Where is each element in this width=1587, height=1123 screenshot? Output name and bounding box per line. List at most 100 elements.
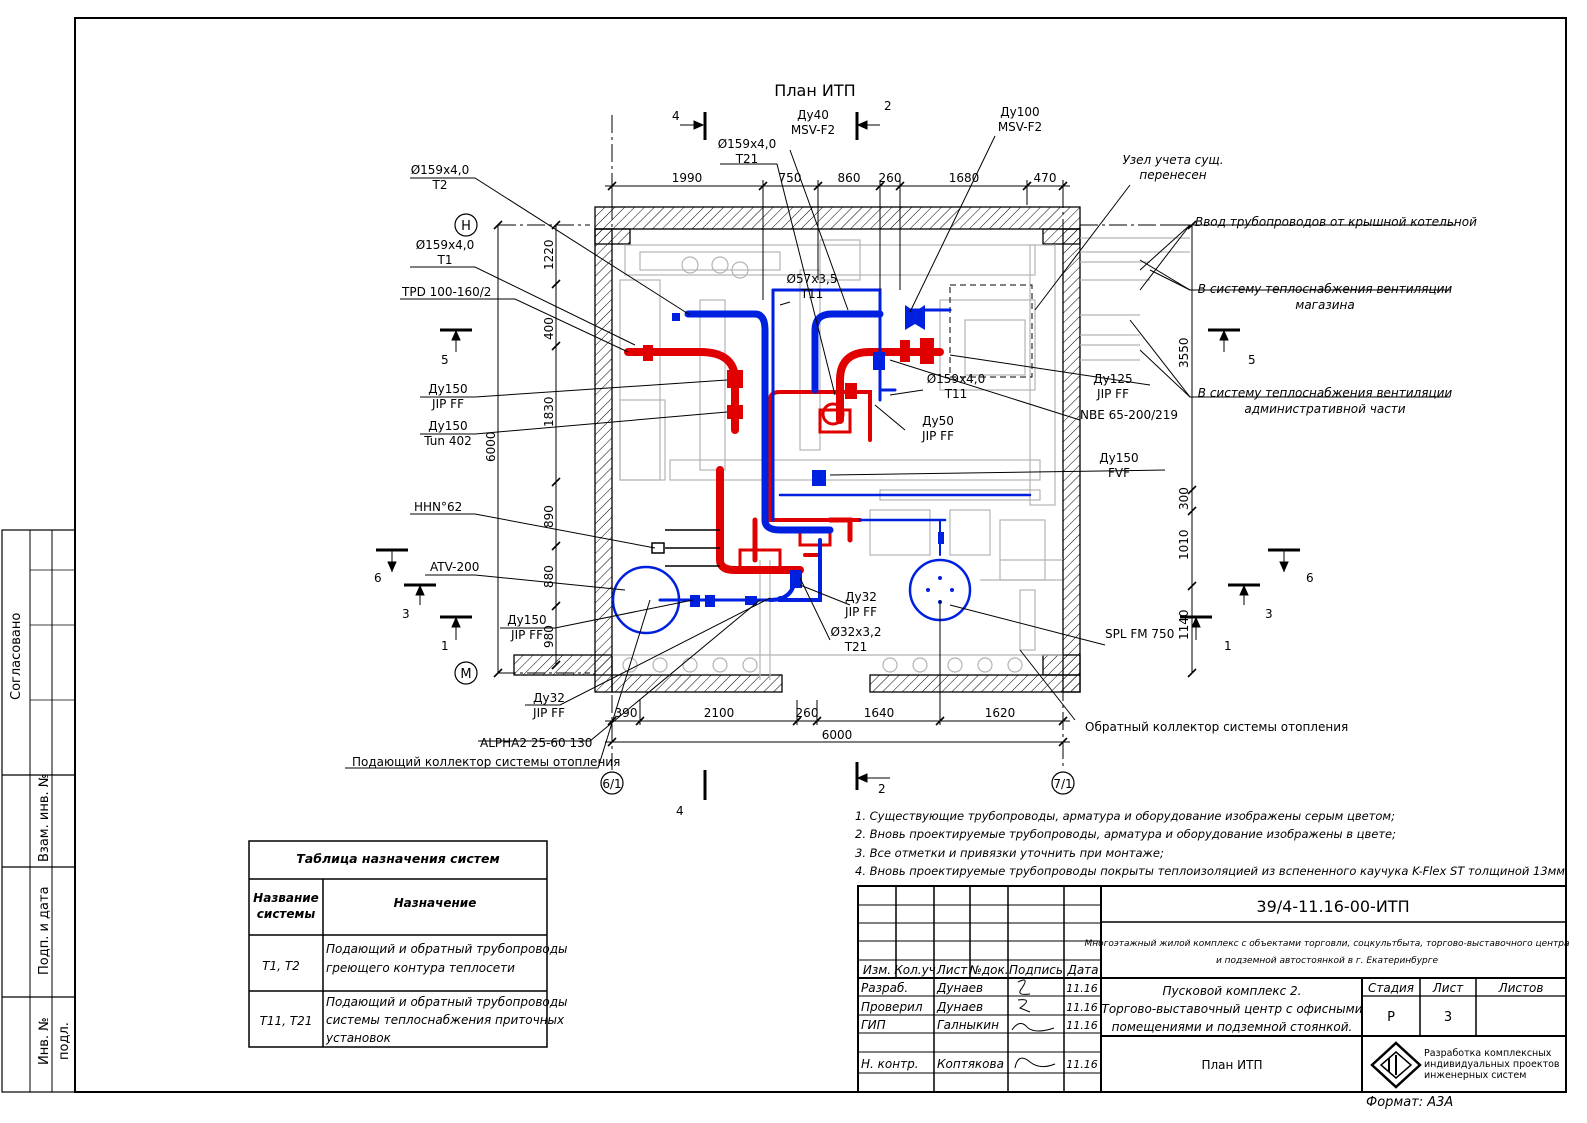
dim-left-6: 980 [542,625,556,648]
section-2-bottom: 2 [878,782,886,796]
dim-top-1: 1990 [672,171,703,185]
label-inlet: Ввод трубопроводов от крышной котельной [1195,215,1477,229]
note-3: 3. Все отметки и привязки уточнить при м… [855,846,1164,860]
tb-object-a: Пусковой комплекс 2. [1163,984,1302,998]
atv-expansion-tank [611,565,681,635]
black-fittings [651,529,720,567]
company-logo-icon [1370,1041,1422,1089]
label-pipe-t1-a: Ø159x4,0 [416,238,475,252]
tb-head-izm: Изм. [863,963,891,977]
stamp-sign-date: Подп. и дата [37,886,52,975]
tb-date-2: 11.16 [1066,1001,1098,1014]
section-3-left: 3 [402,607,410,621]
tb-sheet-label: Лист [1432,981,1464,995]
label-dn150-jip-a: Ду150 [428,382,467,396]
section-arrows [387,120,1289,783]
systems-col1-b: системы [257,907,316,921]
notes: 1. Существующие трубопроводы, арматура и… [855,809,1569,878]
dim-left-4: 890 [542,505,556,528]
label-vent-admin-a: В систему теплоснабжения вентиляции [1198,386,1453,400]
label-dn32b-b: JIP FF [844,605,877,619]
dim-top-4: 260 [879,171,902,185]
section-1-right: 1 [1224,639,1232,653]
side-stamp: Согласовано Взам. инв. № Подп. и дата Ин… [1,529,76,1093]
systems-col2: Назначение [394,896,477,910]
tb-project-b: и подземной автостоянкой в г. Екатеринбу… [1216,956,1439,966]
systems-row2-name: T11, T21 [260,1014,313,1028]
tb-date-3: 11.16 [1066,1019,1098,1032]
dim-right-4: 1140 [1177,609,1191,640]
supply-pipes [624,348,944,574]
label-meter-b: перенесен [1139,168,1206,182]
svg-text:7/1: 7/1 [1053,777,1072,791]
title-block: Изм. Кол.уч Лист №док. Подпись Дата Разр… [857,885,1570,1093]
label-vent-shop-a: В систему теплоснабжения вентиляции [1198,282,1453,296]
dim-left-1: 1220 [542,239,556,270]
tb-head-sign: Подпись [1009,963,1063,977]
tb-role-3: ГИП [861,1018,886,1032]
supply-fittings [643,338,934,570]
label-tpd: TPD 100-160/2 [401,285,491,299]
label-dn100-a: Ду100 [1000,105,1039,119]
label-dn150-jip2-a: Ду150 [507,613,546,627]
stamp-agreed: Согласовано [9,613,24,700]
dim-top-3: 860 [838,171,861,185]
systems-row2-purpose-3: установок [325,1031,392,1045]
stamp-inv-podl: Инв. № [37,1017,52,1065]
tb-head-doc: №док. [968,963,1008,977]
dim-right-2: 300 [1177,487,1191,510]
label-alpha: ALPHA2 25-60 130 [480,736,592,750]
label-vent-admin-b: административной части [1244,402,1405,416]
dim-right-1: 3550 [1177,337,1191,368]
tb-name-3: Галныкин [937,1018,999,1032]
stamp-inv-podl-b: подл. [57,1022,72,1060]
label-meter-a: Узел учета сущ. [1122,153,1223,167]
label-pipe-t2-b: T2 [432,178,448,192]
tb-name-1: Дунаев [936,981,983,995]
label-t11-b: T11 [800,287,824,301]
dim-left-3: 1830 [542,396,556,427]
dim-top-6: 470 [1034,171,1057,185]
tb-head-date: Дата [1066,963,1098,977]
dimension-lines [497,180,1193,743]
label-dn32-jip-a: Ду32 [533,691,565,705]
tb-object-b: Торгово-выставочный центр с офисными [1101,1002,1362,1016]
tb-project-a: Многоэтажный жилой комплекс с объектами … [1084,939,1569,949]
tb-stage-label: Стадия [1368,981,1414,995]
label-dn50-a: Ду50 [922,414,954,428]
systems-row1-purpose-2: греющего контура теплосети [326,961,515,975]
tb-name-4: Коптякова [937,1057,1004,1071]
label-nbe: NBE 65-200/219 [1080,408,1178,422]
label-dn40-b: MSV-F2 [791,123,835,137]
section-5-right: 5 [1248,353,1256,367]
axis-marker-6-1: 6/1 [600,771,624,795]
section-1-left: 1 [441,639,449,653]
tb-role-1: Разраб. [861,981,908,995]
label-atv: ATV-200 [430,560,479,574]
section-6-left: 6 [374,571,382,585]
label-dn32b-a: Ду32 [845,590,877,604]
existing-equipment [612,237,1190,680]
dim-left-total: 6000 [484,431,498,462]
section-4-bottom: 4 [676,804,684,818]
section-6-right: 6 [1306,571,1314,585]
dim-bottom-2: 2100 [704,706,735,720]
dim-bottom-total: 6000 [822,728,853,742]
sheet-format: Формат: А3А [1366,1095,1453,1110]
label-vent-shop-b: магазина [1295,298,1354,312]
systems-row1-name: T1, T2 [262,959,300,973]
tb-stage: Р [1387,1010,1395,1025]
meter-node-box [949,284,1033,378]
systems-row1-purpose-1: Подающий и обратный трубопроводы [326,942,568,956]
systems-row2-purpose-1: Подающий и обратный трубопроводы [326,995,568,1009]
svg-text:М: М [460,667,471,682]
label-t11b-b: T11 [944,387,968,401]
dimension-ticks [493,181,1197,747]
label-dn32-jip-b: JIP FF [532,706,565,720]
systems-row2-purpose-2: системы теплоснабжения приточных [326,1013,565,1027]
label-dn150-tun-b: Tun 402 [423,434,471,448]
dim-bottom-3: 260 [796,706,819,720]
dim-bottom-4: 1640 [864,706,895,720]
dim-top-2: 750 [779,171,802,185]
tb-sheet-title: План ИТП [1201,1058,1262,1072]
